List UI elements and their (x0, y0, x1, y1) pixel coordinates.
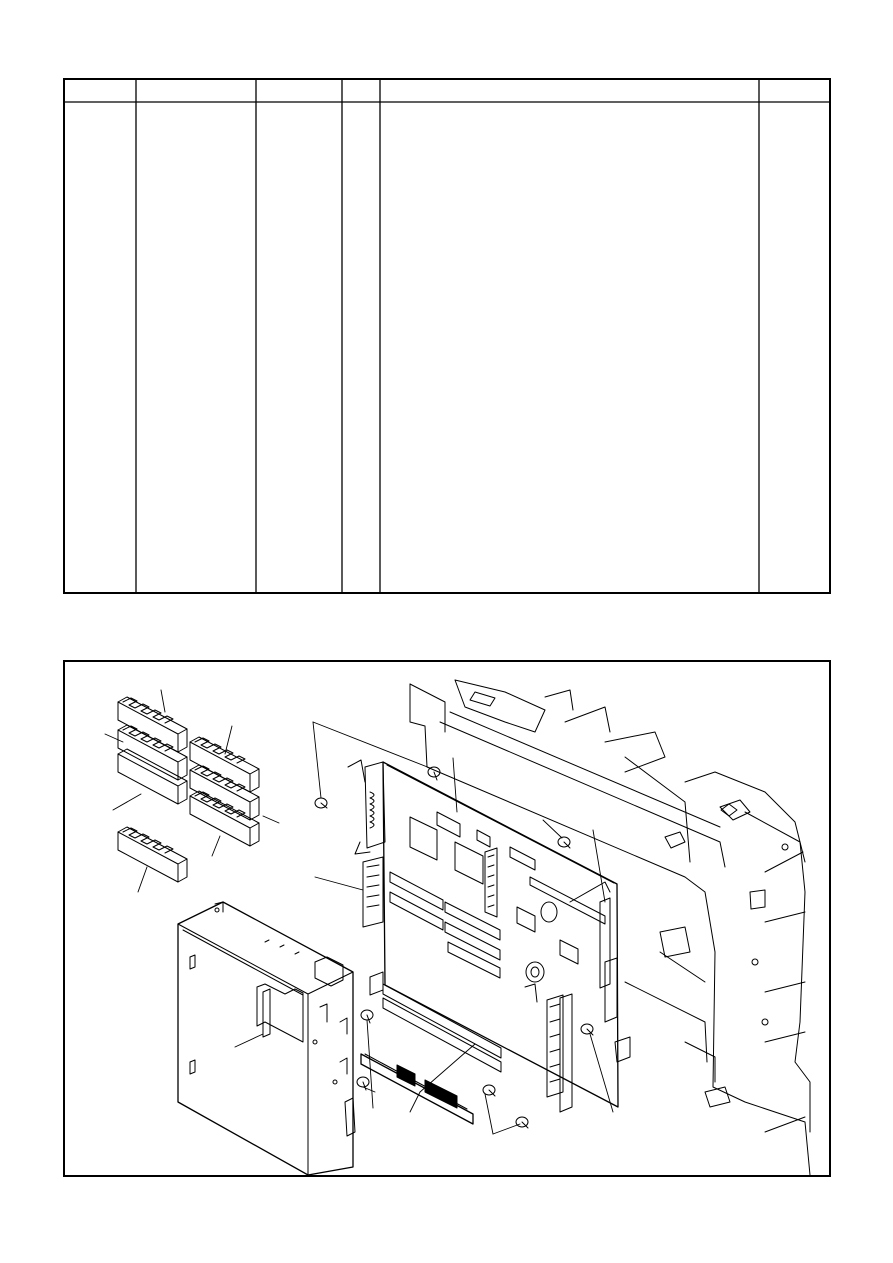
controller-board (347, 759, 619, 1108)
leader-line (409, 1091, 421, 1113)
leader-lines (104, 689, 614, 1135)
leader-line (137, 866, 148, 893)
leader-line (211, 835, 221, 857)
memory-slot (389, 871, 444, 911)
diagram-drawing (104, 679, 811, 1175)
capacitor (540, 901, 558, 923)
leader-line (234, 1033, 264, 1048)
ic-chip (559, 939, 579, 965)
board-connector (599, 897, 611, 989)
side-connector (362, 856, 384, 928)
leader-line (104, 733, 124, 743)
leader-line (452, 757, 458, 813)
dimm-slot (382, 983, 502, 1059)
leader-line (262, 815, 280, 824)
spring (369, 791, 375, 829)
memory-module (360, 1053, 474, 1125)
screw (427, 766, 441, 781)
option-board-5 (189, 764, 260, 821)
leader-line (314, 876, 364, 891)
printer-chassis (409, 679, 811, 1175)
leader-line (542, 819, 563, 839)
screw (515, 1116, 529, 1129)
memory-slot (389, 891, 444, 931)
leader-line (589, 1033, 614, 1113)
leader-line (160, 689, 166, 713)
connector-board (546, 993, 573, 1113)
ic-chip (454, 841, 484, 885)
leader-line (492, 1123, 521, 1135)
board-connector (604, 957, 618, 1023)
leader-line (312, 721, 431, 769)
mounting-bracket (439, 711, 726, 1063)
ic-chip (516, 906, 536, 933)
dimm-slot (382, 997, 502, 1073)
alignment-marker (720, 803, 738, 817)
exploded-parts-diagram (63, 660, 831, 1177)
leader-line (484, 1093, 494, 1135)
leader-line (224, 725, 233, 755)
memory-slot (444, 921, 501, 961)
screw (314, 797, 328, 809)
option-board-3 (117, 748, 188, 805)
option-board-1 (117, 696, 188, 753)
ic-chip (409, 816, 438, 861)
controller-box (177, 901, 356, 1175)
screw (356, 1076, 370, 1091)
chassis-clip (719, 799, 751, 821)
option-board-4 (189, 736, 260, 793)
leader-line (112, 793, 142, 811)
table-grid (65, 80, 829, 592)
box-connector (256, 983, 304, 1043)
screws (314, 766, 594, 1129)
option-board-6 (189, 790, 260, 847)
option-board-7 (117, 826, 188, 883)
leader-line (362, 1086, 376, 1093)
memory-slot (444, 901, 501, 941)
leader-line (419, 1043, 476, 1093)
screw (580, 1023, 594, 1036)
option-board-2 (117, 724, 188, 781)
leader-line (312, 721, 322, 799)
screw (557, 836, 571, 849)
parts-list-table (63, 78, 831, 594)
screw (482, 1084, 496, 1097)
leader-line (366, 1019, 374, 1109)
option-boards (117, 696, 260, 883)
leader-line (592, 829, 606, 903)
